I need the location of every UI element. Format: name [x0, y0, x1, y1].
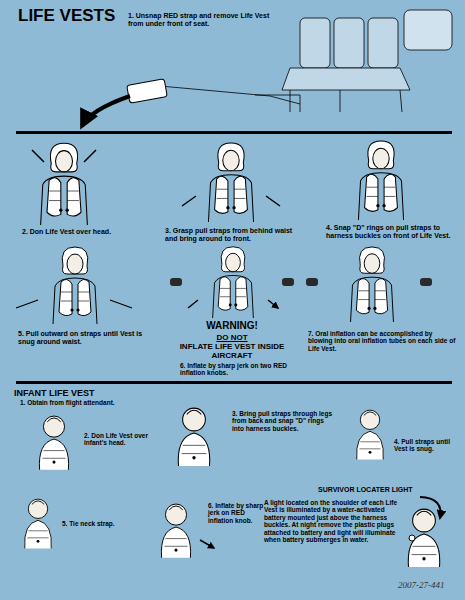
- step-caption: 7. Oral inflation can be accomplished by…: [308, 330, 458, 352]
- step-caption: 4. Snap "D" rings on pull straps to harn…: [326, 224, 456, 240]
- page-title: LIFE VESTS: [18, 6, 115, 26]
- note-text: A light located on the shoulder of each …: [264, 499, 398, 544]
- step-caption: 3. Bring pull straps through legs from b…: [232, 410, 336, 432]
- warning-text: INFLATE LIFE VEST INSIDE AIRCRAFT: [170, 342, 294, 360]
- step-caption: 2. Don Life Vest over infant's head.: [84, 432, 156, 447]
- step-caption: 3. Grasp pull straps from behind waist a…: [165, 227, 305, 243]
- step-caption: 5. Pull outward on straps until Vest is …: [18, 330, 146, 346]
- step-caption: 4. Pull straps until Vest is snug.: [394, 438, 456, 453]
- warning-heading: WARNING!: [170, 320, 294, 332]
- section-heading: INFANT LIFE VEST: [14, 388, 164, 398]
- step-caption: 6. Inflate by sharp jerk on RED inflatio…: [208, 502, 266, 524]
- step-caption: 6. Inflate by sharp jerk on two RED infl…: [180, 362, 310, 377]
- step-caption: 5. Tie neck strap.: [62, 520, 122, 527]
- catalog-number: 2007-27-441: [398, 580, 458, 590]
- warning-text: DO NOT: [170, 333, 294, 342]
- section-heading: SURVIVOR LOCATER LIGHT: [318, 486, 428, 494]
- step-caption: 1. Unsnap RED strap and remove Life Vest…: [128, 12, 278, 28]
- step-caption: 1. Obtain from flight attendant.: [20, 399, 170, 406]
- step-caption: 2. Don Life Vest over head.: [22, 228, 142, 236]
